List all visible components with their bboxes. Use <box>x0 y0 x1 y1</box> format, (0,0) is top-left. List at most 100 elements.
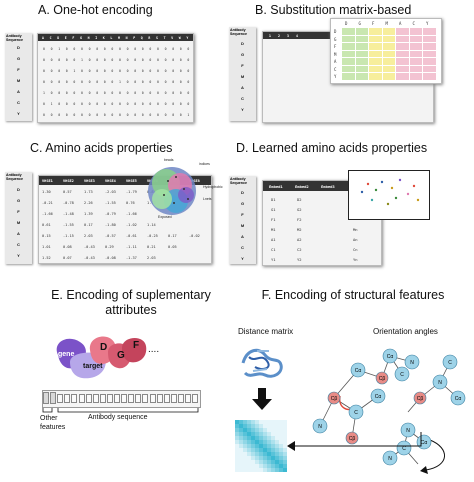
properties-cell: -0.79 <box>105 212 116 216</box>
heatmap-cell <box>267 424 271 428</box>
onehot-cell: 0 <box>65 102 68 106</box>
strip-cell <box>192 394 199 403</box>
heatmap-cell <box>271 420 275 424</box>
learned-header-cell: Embed3 <box>321 184 335 189</box>
onehot-cell: 0 <box>164 69 167 73</box>
matrix-cell <box>382 65 395 72</box>
matrix-cell <box>369 28 382 35</box>
heatmap-cell <box>255 420 259 424</box>
sequence-letter: D <box>17 45 20 50</box>
onehot-cell: 0 <box>96 102 99 106</box>
heatmap-cell <box>279 468 283 472</box>
matrix-cell <box>342 43 355 50</box>
heatmap-cell <box>255 452 259 456</box>
onehot-cell: 0 <box>119 113 121 117</box>
matrix-cell <box>396 73 409 80</box>
learned-cell: A1 <box>271 237 276 242</box>
heatmap-cell <box>263 432 267 436</box>
heatmap-cell <box>239 432 243 436</box>
properties-cell: 0.57 <box>63 190 72 194</box>
scatter-point <box>390 186 394 190</box>
matrix-cell <box>382 58 395 65</box>
onehot-cell: 0 <box>157 69 159 73</box>
onehot-cell: 0 <box>126 102 129 106</box>
onehot-cell: 0 <box>58 69 61 73</box>
heatmap-cell <box>251 436 255 440</box>
properties-cell: -2.03 <box>105 190 116 194</box>
heatmap-cell <box>235 420 239 424</box>
onehot-header-cell: S <box>156 35 158 40</box>
panel-f-title: F. Encoding of structural features <box>261 288 445 302</box>
matrix-cell <box>423 50 436 57</box>
heatmap-cell <box>251 428 255 432</box>
strip-cell <box>99 394 106 403</box>
g-label: G <box>117 350 125 361</box>
target-label: target <box>83 363 103 370</box>
sequence-letter: G <box>240 52 245 57</box>
sequence-letter: G <box>240 201 245 206</box>
learned-embedding-scatter <box>348 170 430 220</box>
onehot-cell: 0 <box>111 80 114 84</box>
learned-cell: G2 <box>297 207 302 212</box>
onehot-cell: 0 <box>103 91 106 95</box>
heatmap-cell <box>275 440 279 444</box>
properties-cell: 2.03 <box>84 234 93 238</box>
sequence-letter: A <box>17 231 20 236</box>
onehot-cell: 0 <box>164 91 167 95</box>
scatter-point <box>370 198 374 202</box>
heatmap-cell <box>267 420 271 424</box>
onehot-cell: 0 <box>111 91 114 95</box>
heatmap-cell <box>283 428 287 432</box>
graph-node-label: Cβ <box>379 376 386 382</box>
heatmap-cell <box>283 452 287 456</box>
matrix-cell <box>396 58 409 65</box>
sequence-letter: F <box>241 212 244 217</box>
strip-cell <box>50 392 57 404</box>
onehot-cell: 0 <box>157 47 159 51</box>
properties-cell: 1.14 <box>147 223 156 227</box>
onehot-cell: 0 <box>65 80 68 84</box>
onehot-cell: 0 <box>81 113 83 117</box>
heatmap-cell <box>267 464 271 468</box>
antibody-sequence-label: Antibody sequence <box>88 414 148 421</box>
heatmap-cell <box>267 468 271 472</box>
onehot-header-cell: I <box>95 35 98 40</box>
heatmap-cell <box>255 436 259 440</box>
properties-cell: 0.29 <box>105 245 114 249</box>
properties-cell: -0.43 <box>84 256 95 260</box>
sequence-letter: M <box>16 220 21 225</box>
onehot-cell: 0 <box>126 47 129 51</box>
graph-node <box>327 391 341 405</box>
heatmap-cell <box>259 432 263 436</box>
heatmap-cell <box>263 440 267 444</box>
onehot-cell: 0 <box>58 80 61 84</box>
matrix-cell <box>382 28 395 35</box>
strip-cell <box>177 394 184 403</box>
matrix-cell <box>369 58 382 65</box>
onehot-cell: 0 <box>179 69 182 73</box>
heatmap-cell <box>259 444 263 448</box>
onehot-cell: 0 <box>43 58 45 62</box>
matrix-cell <box>396 35 409 42</box>
onehot-cell: 0 <box>179 80 182 84</box>
sequence-letter: D <box>17 187 20 192</box>
onehot-cell: 0 <box>88 80 91 84</box>
learned-cell: C1 <box>271 247 276 252</box>
heatmap-cell <box>275 452 279 456</box>
strip-cell <box>78 394 85 403</box>
heatmap-cell <box>247 428 251 432</box>
onehot-cell: 1 <box>119 80 121 84</box>
scatter-point <box>360 190 364 194</box>
sequence-letter: G <box>16 56 21 61</box>
properties-cell: -1.15 <box>63 234 74 238</box>
onehot-cell: 0 <box>65 58 68 62</box>
heatmap-cell <box>251 444 255 448</box>
other-features-label: Other features <box>40 415 66 431</box>
heatmap-cell <box>279 448 283 452</box>
matrix-header-cell: Y <box>426 21 429 26</box>
matrix-cell <box>396 65 409 72</box>
properties-header-cell: VHSE1 <box>42 178 53 183</box>
